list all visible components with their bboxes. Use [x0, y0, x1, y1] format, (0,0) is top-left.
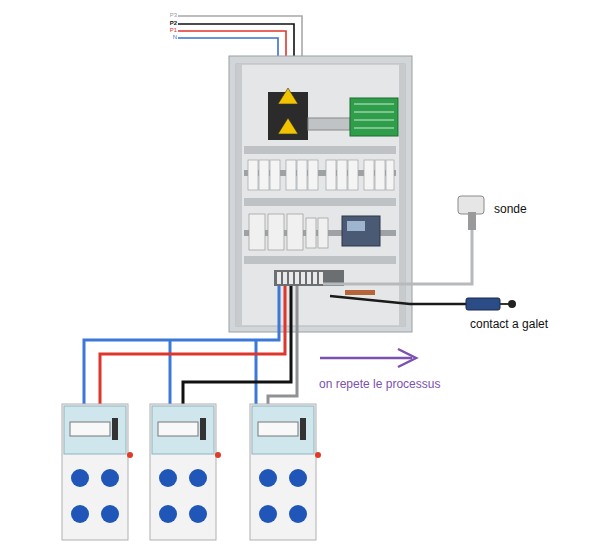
wire-label: N [173, 34, 177, 41]
wire-label: P1 [170, 27, 177, 34]
device-label: contact a galet [470, 318, 548, 331]
distribution-wires [84, 286, 297, 412]
process-note: on repete le processus [319, 378, 440, 391]
device-label: sonde [494, 203, 527, 216]
repeat-arrow [320, 349, 416, 367]
wire-label: P3 [170, 12, 177, 19]
sensor-cables [323, 228, 472, 304]
roller-contact-symbol [466, 298, 516, 310]
socket-boxes [62, 404, 321, 540]
electrical-cabinet [229, 56, 412, 332]
sonde-symbol [458, 196, 484, 230]
wire-label: P2 [170, 20, 177, 27]
